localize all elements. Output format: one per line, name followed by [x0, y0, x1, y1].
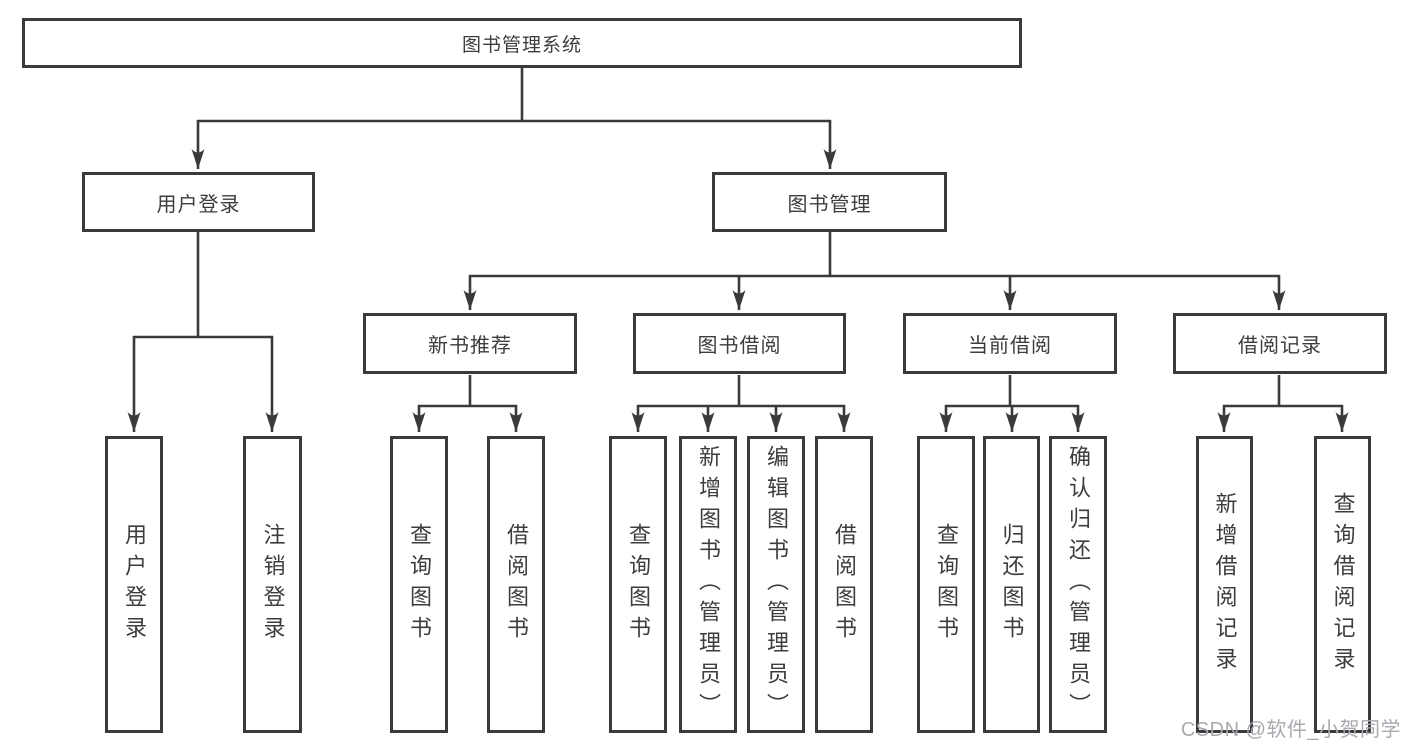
- leaf-query-books-3: 查询图书: [917, 436, 975, 733]
- node-label: 查询图书: [934, 522, 959, 647]
- node-current-borrow: 当前借阅: [903, 313, 1117, 374]
- leaf-return-books: 归还图书: [983, 436, 1040, 733]
- node-label: 用户登录: [122, 522, 147, 647]
- node-label: 图书管理系统: [461, 34, 582, 56]
- node-label: 注销登录: [260, 522, 286, 647]
- node-root-library-system: 图书管理系统: [22, 18, 1022, 68]
- node-label: 当前借阅: [968, 335, 1052, 357]
- leaf-confirm-return-admin: 确认归还（管理员）: [1049, 436, 1107, 733]
- node-label: 归还图书: [999, 522, 1025, 647]
- leaf-query-borrow-record: 查询借阅记录: [1314, 436, 1371, 733]
- leaf-query-books-1: 查询图书: [390, 436, 448, 733]
- node-label: 编辑图书（管理员）: [764, 445, 789, 724]
- node-label: 确认归还（管理员）: [1066, 445, 1091, 724]
- node-label: 图书管理: [787, 193, 872, 216]
- node-label: 借阅记录: [1238, 335, 1322, 357]
- node-label: 借阅图书: [832, 522, 857, 647]
- leaf-user-login: 用户登录: [105, 436, 163, 733]
- node-book-borrow: 图书借阅: [633, 313, 846, 374]
- leaf-add-books-admin: 新增图书（管理员）: [679, 436, 737, 733]
- leaf-query-books-2: 查询图书: [609, 436, 667, 733]
- node-label: 查询借阅记录: [1330, 491, 1356, 678]
- leaf-add-borrow-record: 新增借阅记录: [1196, 436, 1253, 733]
- node-user-login: 用户登录: [82, 172, 315, 232]
- leaf-borrow-books-1: 借阅图书: [487, 436, 545, 733]
- node-label: 新增图书（管理员）: [696, 445, 721, 724]
- node-label: 用户登录: [156, 193, 241, 216]
- node-book-management: 图书管理: [712, 172, 947, 232]
- leaf-borrow-books-2: 借阅图书: [815, 436, 873, 733]
- node-label: 新增借阅记录: [1212, 491, 1238, 678]
- leaf-logout: 注销登录: [243, 436, 302, 733]
- node-label: 借阅图书: [504, 522, 529, 647]
- node-borrow-records: 借阅记录: [1173, 313, 1387, 374]
- csdn-watermark: CSDN @软件_小贺同学: [1180, 719, 1401, 741]
- leaf-edit-books-admin: 编辑图书（管理员）: [747, 436, 805, 733]
- node-label: 查询图书: [407, 522, 432, 647]
- node-label: 新书推荐: [428, 335, 512, 357]
- node-new-book-recommend: 新书推荐: [363, 313, 577, 374]
- node-label: 图书借阅: [697, 335, 782, 357]
- node-label: 查询图书: [626, 522, 651, 647]
